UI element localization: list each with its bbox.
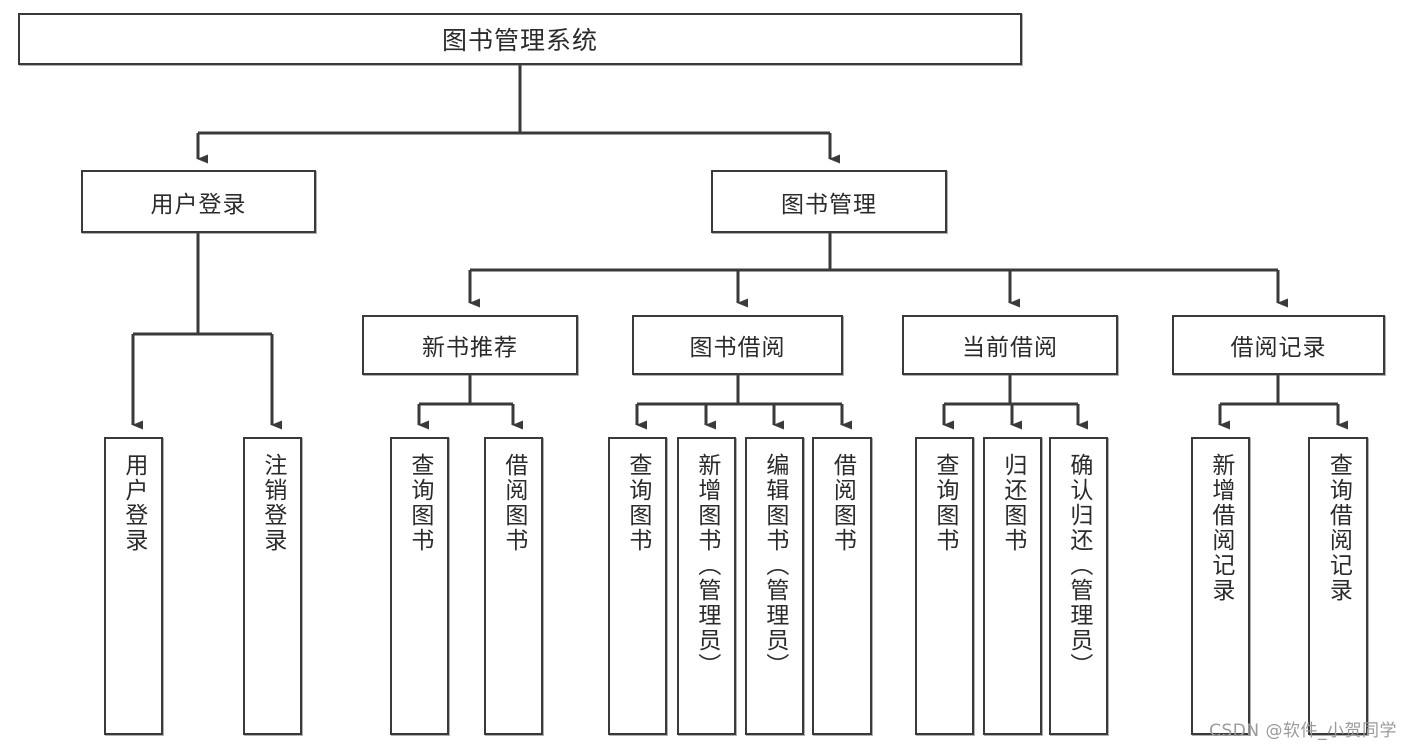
node-leaf-query-book-3-label: 查询图书 <box>931 453 958 553</box>
node-leaf-edit-book-label: 编辑图书（管理员） <box>761 453 788 678</box>
node-user-login[interactable]: 用户登录 <box>81 170 316 233</box>
node-borrow-records[interactable]: 借阅记录 <box>1172 315 1385 375</box>
node-book-manage-label: 图书管理 <box>781 191 877 218</box>
node-leaf-query-book-2-label: 查询图书 <box>624 453 651 553</box>
node-book-manage[interactable]: 图书管理 <box>711 170 947 233</box>
node-leaf-confirm-return[interactable]: 确认归还（管理员） <box>1049 437 1108 735</box>
node-book-borrow[interactable]: 图书借阅 <box>632 315 843 375</box>
node-current-borrow[interactable]: 当前借阅 <box>902 315 1118 375</box>
node-borrow-records-label: 借阅记录 <box>1230 335 1327 361</box>
node-current-borrow-label: 当前借阅 <box>962 335 1058 361</box>
node-leaf-return-book-label: 归还图书 <box>999 453 1026 553</box>
node-leaf-query-record-label: 查询借阅记录 <box>1325 453 1352 603</box>
node-leaf-user-login[interactable]: 用户登录 <box>104 437 163 735</box>
node-leaf-borrow-book-2-label: 借阅图书 <box>829 453 856 553</box>
node-new-book-rec-label: 新书推荐 <box>422 335 518 361</box>
node-leaf-borrow-book-1-label: 借阅图书 <box>500 453 527 553</box>
node-leaf-user-login-label: 用户登录 <box>120 453 147 553</box>
node-user-login-label: 用户登录 <box>150 191 247 218</box>
watermark: CSDN @软件_小贺同学 <box>1209 721 1397 741</box>
node-root-label: 图书管理系统 <box>441 26 598 55</box>
node-leaf-confirm-return-label: 确认归还（管理员） <box>1065 453 1092 678</box>
node-leaf-edit-book[interactable]: 编辑图书（管理员） <box>745 437 804 735</box>
node-leaf-query-book-2[interactable]: 查询图书 <box>608 437 667 735</box>
node-leaf-add-book-label: 新增图书（管理员） <box>693 453 720 678</box>
node-leaf-borrow-book-2[interactable]: 借阅图书 <box>812 437 872 735</box>
node-leaf-query-book-3[interactable]: 查询图书 <box>915 437 974 735</box>
node-leaf-return-book[interactable]: 归还图书 <box>983 437 1042 735</box>
node-leaf-query-book-1-label: 查询图书 <box>406 453 433 553</box>
node-root[interactable]: 图书管理系统 <box>18 13 1022 65</box>
node-leaf-query-book-1[interactable]: 查询图书 <box>390 437 449 735</box>
node-leaf-add-record-label: 新增借阅记录 <box>1207 453 1234 603</box>
node-leaf-add-record[interactable]: 新增借阅记录 <box>1191 437 1250 735</box>
node-leaf-add-book[interactable]: 新增图书（管理员） <box>677 437 736 735</box>
node-leaf-query-record[interactable]: 查询借阅记录 <box>1308 437 1368 735</box>
node-book-borrow-label: 图书借阅 <box>689 335 786 361</box>
node-leaf-user-logout-label: 注销登录 <box>259 453 286 553</box>
node-leaf-borrow-book-1[interactable]: 借阅图书 <box>484 437 543 735</box>
node-new-book-rec[interactable]: 新书推荐 <box>362 315 578 375</box>
node-leaf-user-logout[interactable]: 注销登录 <box>243 437 302 735</box>
